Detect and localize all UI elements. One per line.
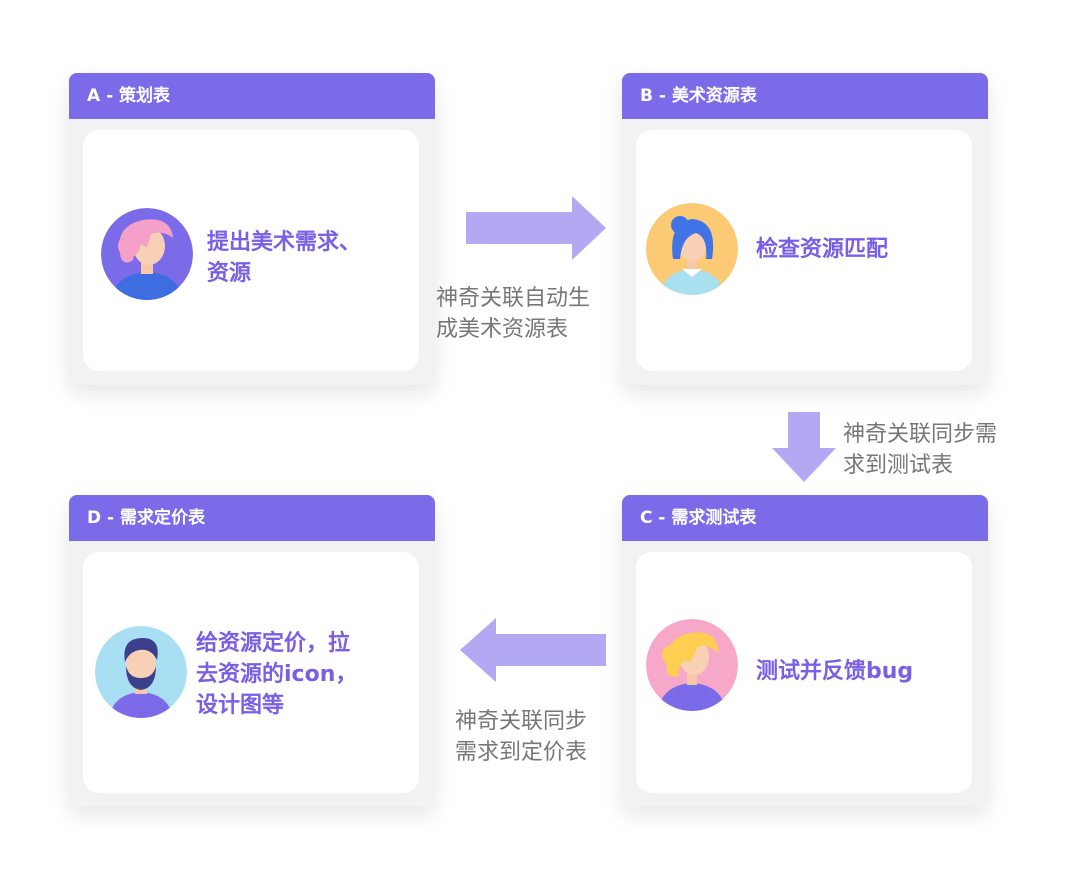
card-c-body: 测试并反馈bug bbox=[636, 552, 972, 793]
pink-hair-person-icon bbox=[101, 208, 193, 300]
card-b-body: 检查资源匹配 bbox=[636, 130, 972, 371]
card-a-title: A - 策划表 bbox=[69, 73, 435, 119]
arrow-down-icon bbox=[772, 412, 836, 482]
card-c-text: 测试并反馈bug bbox=[756, 659, 914, 684]
blue-hair-girl-icon bbox=[646, 203, 738, 295]
card-b-text: 检查资源匹配 bbox=[756, 237, 889, 262]
blonde-person-icon bbox=[646, 619, 738, 711]
card-c-testing: C - 需求测试表 测试并反馈bug bbox=[622, 495, 988, 807]
arrow-left-icon bbox=[460, 618, 606, 682]
card-d-body: 给资源定价，拉 去资源的icon， 设计图等 bbox=[83, 552, 419, 793]
card-a-planning: A - 策划表 提出美术需求、 资源 bbox=[69, 73, 435, 385]
card-a-body: 提出美术需求、 资源 bbox=[83, 130, 419, 371]
card-d-text: 给资源定价，拉 去资源的icon， 设计图等 bbox=[196, 631, 358, 718]
card-a-text: 提出美术需求、 资源 bbox=[207, 230, 362, 286]
card-d-pricing: D - 需求定价表 给资源定价，拉 去资源的icon， 设计图等 bbox=[69, 495, 435, 807]
bearded-man-icon bbox=[95, 626, 187, 718]
note-a-to-b: 神奇关联自动生 成美术资源表 bbox=[436, 286, 591, 342]
card-d-title: D - 需求定价表 bbox=[69, 495, 435, 541]
card-b-art-assets: B - 美术资源表 检查资源匹配 bbox=[622, 73, 988, 385]
note-b-to-c: 神奇关联同步需 求到测试表 bbox=[843, 422, 998, 478]
card-c-title: C - 需求测试表 bbox=[622, 495, 988, 541]
note-c-to-d: 神奇关联同步 需求到定价表 bbox=[455, 709, 588, 765]
arrow-right-icon bbox=[466, 196, 606, 260]
card-b-title: B - 美术资源表 bbox=[622, 73, 988, 119]
